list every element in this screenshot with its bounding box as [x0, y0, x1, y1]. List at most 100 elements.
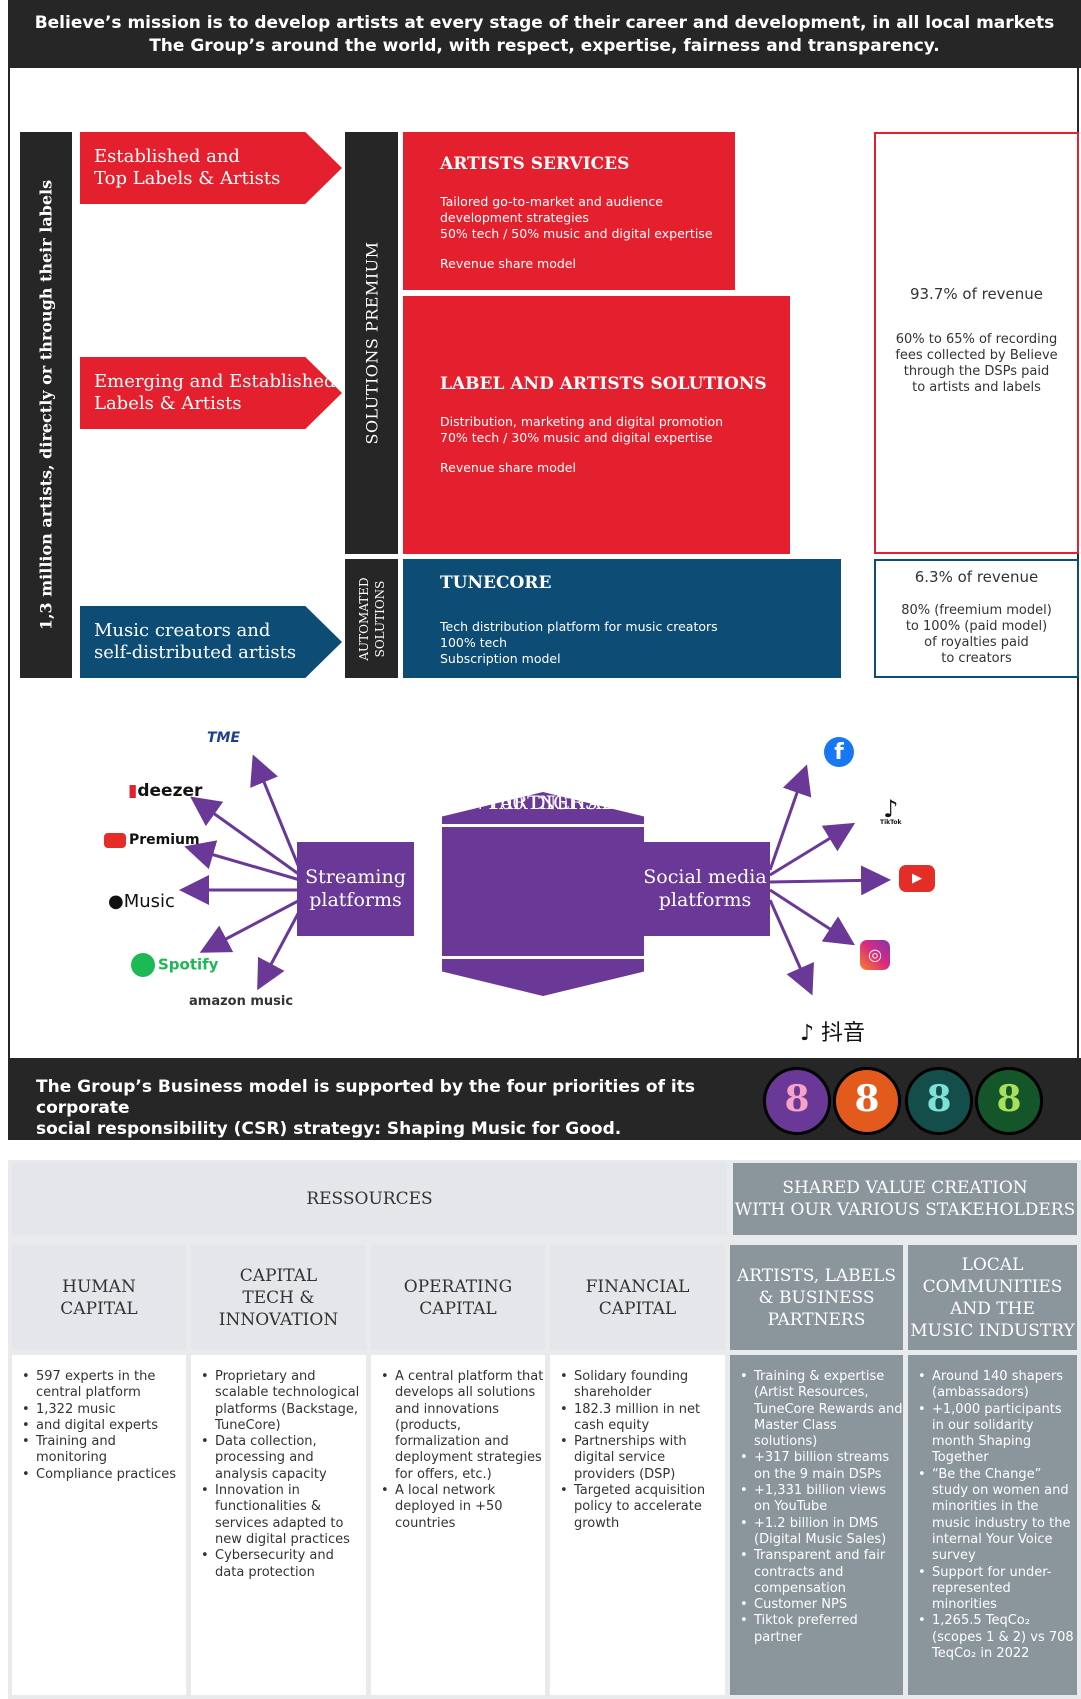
column-header-line: INNOVATION — [218, 1309, 339, 1330]
service-desc: Distribution, marketing and digital prom… — [440, 414, 724, 429]
list-item: 1,265.5 TeqCo₂ (scopes 1 & 2) vs 708 Teq… — [918, 1613, 1077, 1662]
premium-revenue-share: 93.7% of revenue — [909, 285, 1044, 303]
revenue-note: to 100% (paid model) — [905, 619, 1048, 634]
column-header-line: ARTISTS, LABELS — [736, 1265, 897, 1286]
premium-revenue-box: 93.7% of revenue 60% to 65% of recording… — [874, 132, 1079, 554]
arrow-to-douyin — [768, 899, 814, 996]
service-desc: 70% tech / 30% music and digital experti… — [440, 430, 713, 445]
list-item: Compliance practices — [22, 1467, 186, 1484]
list-item: Training and monitoring — [22, 1434, 186, 1467]
amazon-music-logo: amazon music — [189, 994, 294, 1009]
artists-count-label: 1,3 million artists, directly or through… — [36, 179, 56, 631]
revenue-note: through the DSPs paid — [903, 364, 1050, 379]
premium-solutions-bar: SOLUTIONS PREMIUM — [345, 132, 398, 554]
column-header-line: CAPITAL — [60, 1298, 138, 1319]
tme-logo: TME — [207, 730, 241, 746]
arrow-to-deezer — [190, 796, 301, 877]
revenue-note: of royalties paid — [924, 635, 1029, 650]
apple-icon: ● — [108, 891, 124, 912]
csr-badge-diversity-inclusion-icon: 8 — [833, 1067, 901, 1135]
service-model: Revenue share model — [440, 460, 576, 475]
segment-label: Emerging and Established — [94, 371, 336, 392]
column-header-line: TECH & — [242, 1287, 315, 1308]
facebook-icon: f — [824, 737, 854, 767]
service-desc: Tailored go-to-market and audience — [440, 194, 663, 209]
list-item: and digital experts — [22, 1418, 186, 1435]
arrow-to-yt-premium — [184, 840, 301, 882]
csr-line: The Group’s Business model is supported … — [36, 1077, 695, 1118]
list-item: 182.3 million in net cash equity — [560, 1402, 725, 1435]
arrow-to-facebook — [768, 764, 812, 871]
premium-solutions-label: SOLUTIONS PREMIUM — [362, 241, 381, 445]
column-header-line: CAPITAL — [419, 1298, 497, 1319]
revenue-note: fees collected by Believe — [895, 348, 1058, 363]
box-label: platforms — [309, 889, 402, 911]
service-desc: development strategies — [440, 210, 589, 225]
column-body: A central platform that develops all sol… — [371, 1355, 545, 1695]
arrow-to-amazon — [257, 909, 302, 991]
douyin-logo: ♪ 抖音 — [800, 1021, 866, 1046]
column-header-line: HUMAN — [62, 1276, 136, 1297]
revenue-note: to creators — [941, 651, 1012, 666]
service-desc: Tech distribution platform for music cre… — [440, 619, 718, 634]
list-item: +1,000 participants in our solidarity mo… — [918, 1402, 1077, 1467]
arrow-to-tiktok — [769, 822, 856, 877]
list-item: Around 140 shapers (ambassadors) — [918, 1369, 1077, 1402]
column-body: 597 experts in the central platform1,322… — [12, 1355, 186, 1695]
list-item: Innovation in functionalities & services… — [201, 1483, 366, 1548]
list-item: +1,331 billion views on YouTube — [740, 1483, 903, 1516]
label-solutions-title: LABEL AND ARTISTS SOLUTIONS — [440, 374, 767, 394]
artists-count-bar: 1,3 million artists, directly or through… — [20, 132, 72, 678]
column-header-line: CAPITAL — [239, 1265, 318, 1286]
hex-label: PARTNERS — [488, 792, 598, 814]
list-item: Tiktok preferred partner — [740, 1613, 903, 1646]
csr-text: The Group’s Business model is supported … — [36, 1077, 766, 1140]
box-label: platforms — [658, 889, 752, 911]
automated-revenue-share: 6.3% of revenue — [914, 568, 1039, 586]
segment-label: Top Labels & Artists — [94, 168, 281, 189]
column-body: Around 140 shapers (ambassadors)+1,000 p… — [908, 1355, 1077, 1695]
segment-label: Music creators and — [94, 620, 271, 641]
arrow-to-youtube — [769, 865, 891, 896]
list-item: A local network deployed in +50 countrie… — [381, 1483, 545, 1532]
label-artists-solutions-box: LABEL AND ARTISTS SOLUTIONS Distribution… — [403, 296, 790, 554]
column-header-line: FINANCIAL — [585, 1276, 690, 1297]
revenue-note: 80% (freemium model) — [901, 603, 1052, 618]
list-item: Solidary founding shareholder — [560, 1369, 725, 1402]
list-item: Proprietary and scalable technological p… — [201, 1369, 366, 1434]
automated-revenue-box: 6.3% of revenue 80% (freemium model) to … — [874, 559, 1079, 678]
instagram-icon: ◎ — [860, 940, 890, 970]
column-header-line: COMMUNITIES — [922, 1276, 1063, 1297]
mission-line-2: The Group’s around the world, with respe… — [149, 36, 940, 56]
column-header-line: CAPITAL — [598, 1298, 677, 1319]
arrow-to-instagram — [769, 888, 856, 946]
service-model: Subscription model — [440, 651, 561, 666]
box-label: Streaming — [305, 866, 406, 888]
service-model: Revenue share model — [440, 256, 576, 271]
apple-music-logo: ●Music — [108, 891, 175, 912]
column-header-line: LOCAL — [961, 1254, 1024, 1275]
service-desc: 100% tech — [440, 635, 508, 650]
arrow-to-tme — [250, 754, 302, 871]
column-body: Training & expertise (Artist Resources, … — [730, 1355, 903, 1695]
csr-banner — [8, 1058, 1081, 1140]
column-body: Proprietary and scalable technological p… — [191, 1355, 366, 1695]
spotify-icon — [131, 953, 155, 977]
csr-badge-planet-icon: 8 — [975, 1067, 1043, 1135]
column-header-line: AND THE — [950, 1298, 1035, 1319]
column-body: Solidary founding shareholder182.3 milli… — [550, 1355, 725, 1695]
segment-label: self-distributed artists — [94, 642, 297, 663]
column-header-line: MUSIC INDUSTRY — [910, 1320, 1075, 1341]
